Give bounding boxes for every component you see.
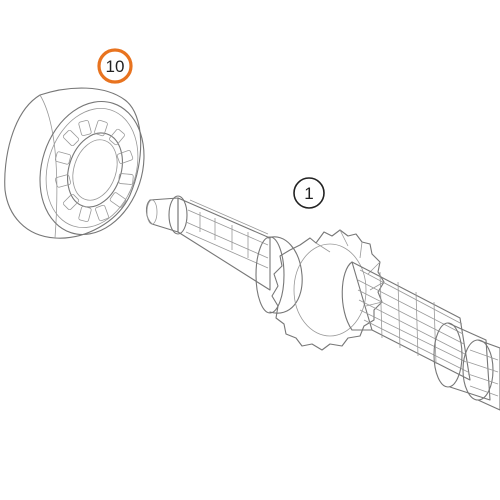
callout-1[interactable]: 1 [293,177,325,209]
shaft-end-splines [462,339,500,411]
bearing-front-face [39,100,145,236]
shaft-tip [145,197,179,233]
bearing-rollers [54,119,134,223]
drive-gear [271,229,385,351]
roller-bearing [4,87,145,239]
callout-10[interactable]: 10 [97,48,133,84]
bearing-outer-shell [4,87,142,239]
callout-10-ring [97,48,133,84]
callout-1-number: 1 [304,184,313,203]
shaft-body [351,261,471,381]
callout-1-ring [293,177,325,209]
gear-teeth [271,229,385,351]
main-shaft [145,195,500,411]
callout-10-number: 10 [106,57,125,76]
bearing-inner-ring [67,132,123,208]
shaft-splines [177,197,271,291]
